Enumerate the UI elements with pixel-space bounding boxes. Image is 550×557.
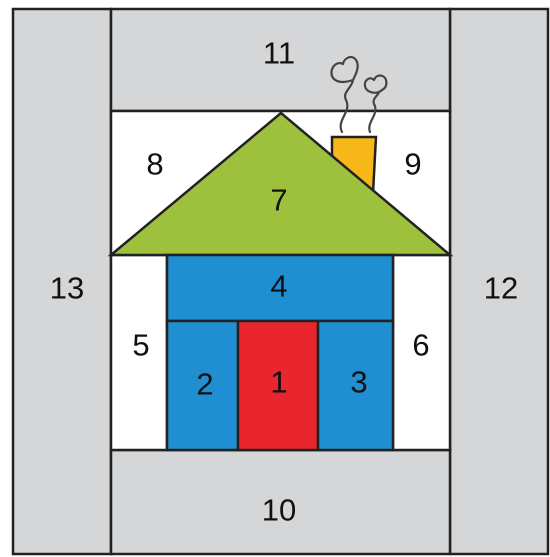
label-piece-3: 3: [350, 365, 367, 400]
label-piece-1: 1: [270, 365, 287, 400]
label-piece-8: 8: [146, 147, 163, 182]
label-piece-12: 12: [484, 271, 518, 306]
label-piece-11: 11: [263, 36, 295, 71]
label-piece-13: 13: [50, 271, 84, 306]
label-piece-5: 5: [132, 328, 149, 363]
label-piece-10: 10: [262, 493, 296, 528]
label-piece-4: 4: [270, 269, 287, 304]
label-piece-9: 9: [404, 147, 421, 182]
label-piece-7: 7: [270, 183, 287, 218]
label-piece-6: 6: [412, 328, 429, 363]
label-piece-2: 2: [196, 367, 213, 402]
